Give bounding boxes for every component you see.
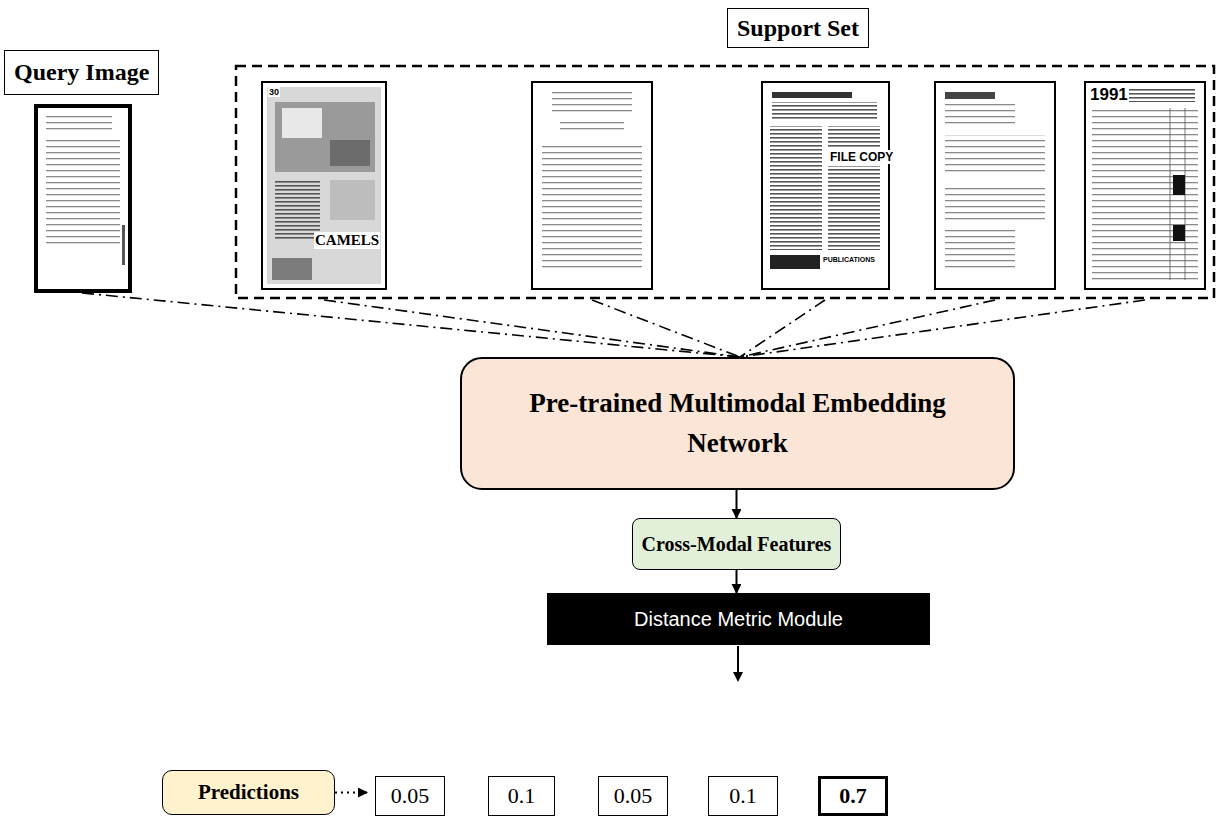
document-word: CAMELS bbox=[314, 232, 380, 249]
box-text: Distance Metric Module bbox=[634, 608, 843, 631]
support-document bbox=[532, 82, 652, 289]
predictions-box: Predictions bbox=[162, 770, 335, 815]
box-text: 0.7 bbox=[839, 783, 867, 809]
score-box: 0.1 bbox=[488, 776, 555, 816]
box-text: Pre-trained Multimodal Embedding Network bbox=[513, 384, 963, 462]
box-text: 0.1 bbox=[729, 783, 757, 809]
support-document bbox=[262, 82, 386, 289]
feature-box: Cross-Modal Features bbox=[632, 518, 842, 570]
score-box: 0.05 bbox=[598, 776, 668, 816]
section-heading: Query Image bbox=[4, 50, 159, 95]
support-document bbox=[762, 82, 889, 289]
output-arrow bbox=[737, 646, 739, 680]
box-text: Query Image bbox=[14, 59, 149, 86]
section-heading: Support Set bbox=[727, 8, 869, 48]
score-box: 0.7 bbox=[818, 776, 888, 816]
score-box: 0.1 bbox=[708, 776, 778, 816]
score-box: 0.05 bbox=[375, 776, 445, 816]
query-document bbox=[36, 106, 130, 291]
leader-lines bbox=[82, 293, 1145, 357]
flow-arrow bbox=[335, 792, 367, 794]
support-frame bbox=[236, 66, 1214, 298]
document-word: PUBLICATIONS bbox=[822, 256, 876, 263]
document-word: 30 bbox=[268, 87, 280, 97]
support-document bbox=[935, 82, 1055, 289]
box-text: 0.1 bbox=[508, 783, 536, 809]
box-text: Support Set bbox=[737, 15, 859, 42]
box-text: Cross-Modal Features bbox=[642, 533, 832, 556]
network-box: Pre-trained Multimodal Embedding Network bbox=[460, 357, 1015, 490]
box-text: 0.05 bbox=[391, 783, 430, 809]
flow-arrow bbox=[735, 570, 737, 593]
module-box: Distance Metric Module bbox=[547, 593, 930, 645]
document-word: FILE COPY bbox=[829, 150, 894, 164]
box-text: Predictions bbox=[198, 780, 299, 805]
document-word: 1991 bbox=[1089, 85, 1129, 105]
flow-arrow bbox=[735, 490, 737, 518]
box-text: 0.05 bbox=[614, 783, 653, 809]
support-document bbox=[1085, 82, 1205, 289]
